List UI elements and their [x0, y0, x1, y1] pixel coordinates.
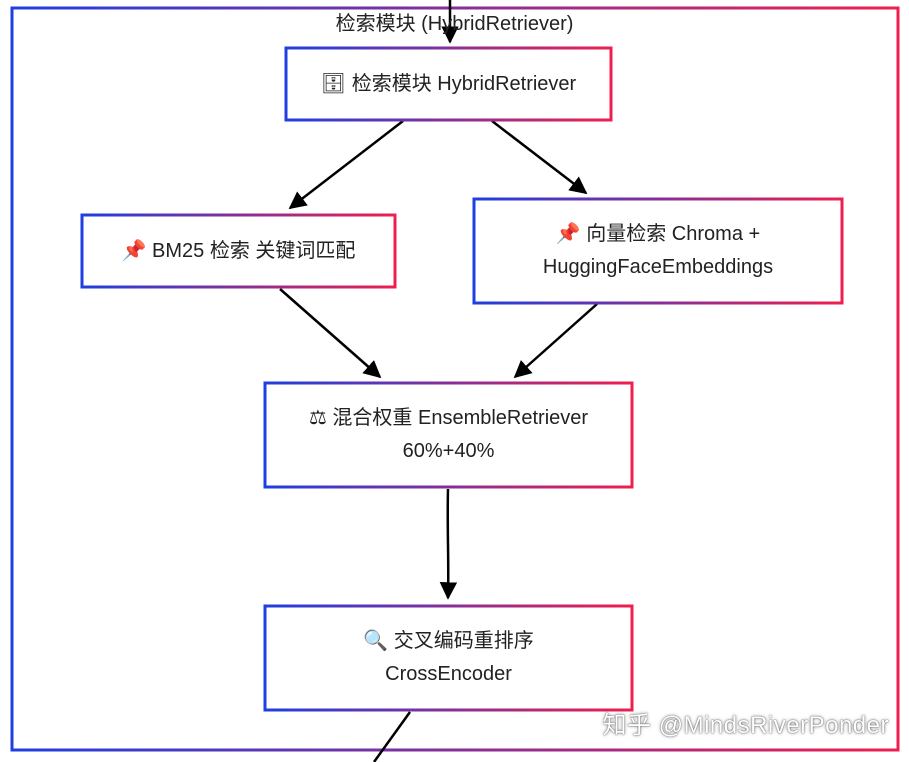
arrow-crossencoder-out	[372, 711, 412, 762]
arrow-vector-to-ensemble	[513, 303, 598, 379]
node-hybrid-retriever[interactable]: 🗄 检索模块 HybridRetriever	[288, 50, 609, 118]
node-vector[interactable]: 📌 向量检索 Chroma + HuggingFaceEmbeddings	[476, 201, 840, 301]
node-crossencoder[interactable]: 🔍 交叉编码重排序 CrossEncoder	[267, 608, 630, 708]
node-ensemble[interactable]: ⚖ 混合权重 EnsembleRetriever 60%+40%	[267, 385, 630, 485]
node-vector-line1: 📌 向量检索 Chroma +	[555, 223, 761, 245]
node-hybrid-label: 🗄 检索模块 HybridRetriever	[320, 72, 577, 95]
subgraph-title: 检索模块 (HybridRetriever)	[335, 13, 574, 35]
arrow-hybrid-to-bm25	[288, 120, 404, 210]
node-vector-line2: HuggingFaceEmbeddings	[542, 256, 774, 278]
node-crossencoder-line2: CrossEncoder	[385, 663, 512, 685]
watermark: 知乎 @MindsRiverPonder	[602, 712, 889, 739]
subgraph-border	[10, 6, 900, 752]
node-bm25[interactable]: 📌 BM25 检索 关键词匹配	[84, 217, 393, 285]
arrow-ensemble-to-crossencoder	[439, 488, 458, 600]
node-crossencoder-line1: 🔍 交叉编码重排序	[363, 630, 534, 652]
arrow-bm25-to-ensemble	[279, 288, 382, 379]
node-bm25-label: 📌 BM25 检索 关键词匹配	[121, 239, 356, 262]
node-ensemble-line1: ⚖ 混合权重 EnsembleRetriever	[308, 407, 589, 429]
node-ensemble-line2: 60%+40%	[402, 440, 495, 462]
arrow-hybrid-to-vector	[491, 120, 588, 195]
